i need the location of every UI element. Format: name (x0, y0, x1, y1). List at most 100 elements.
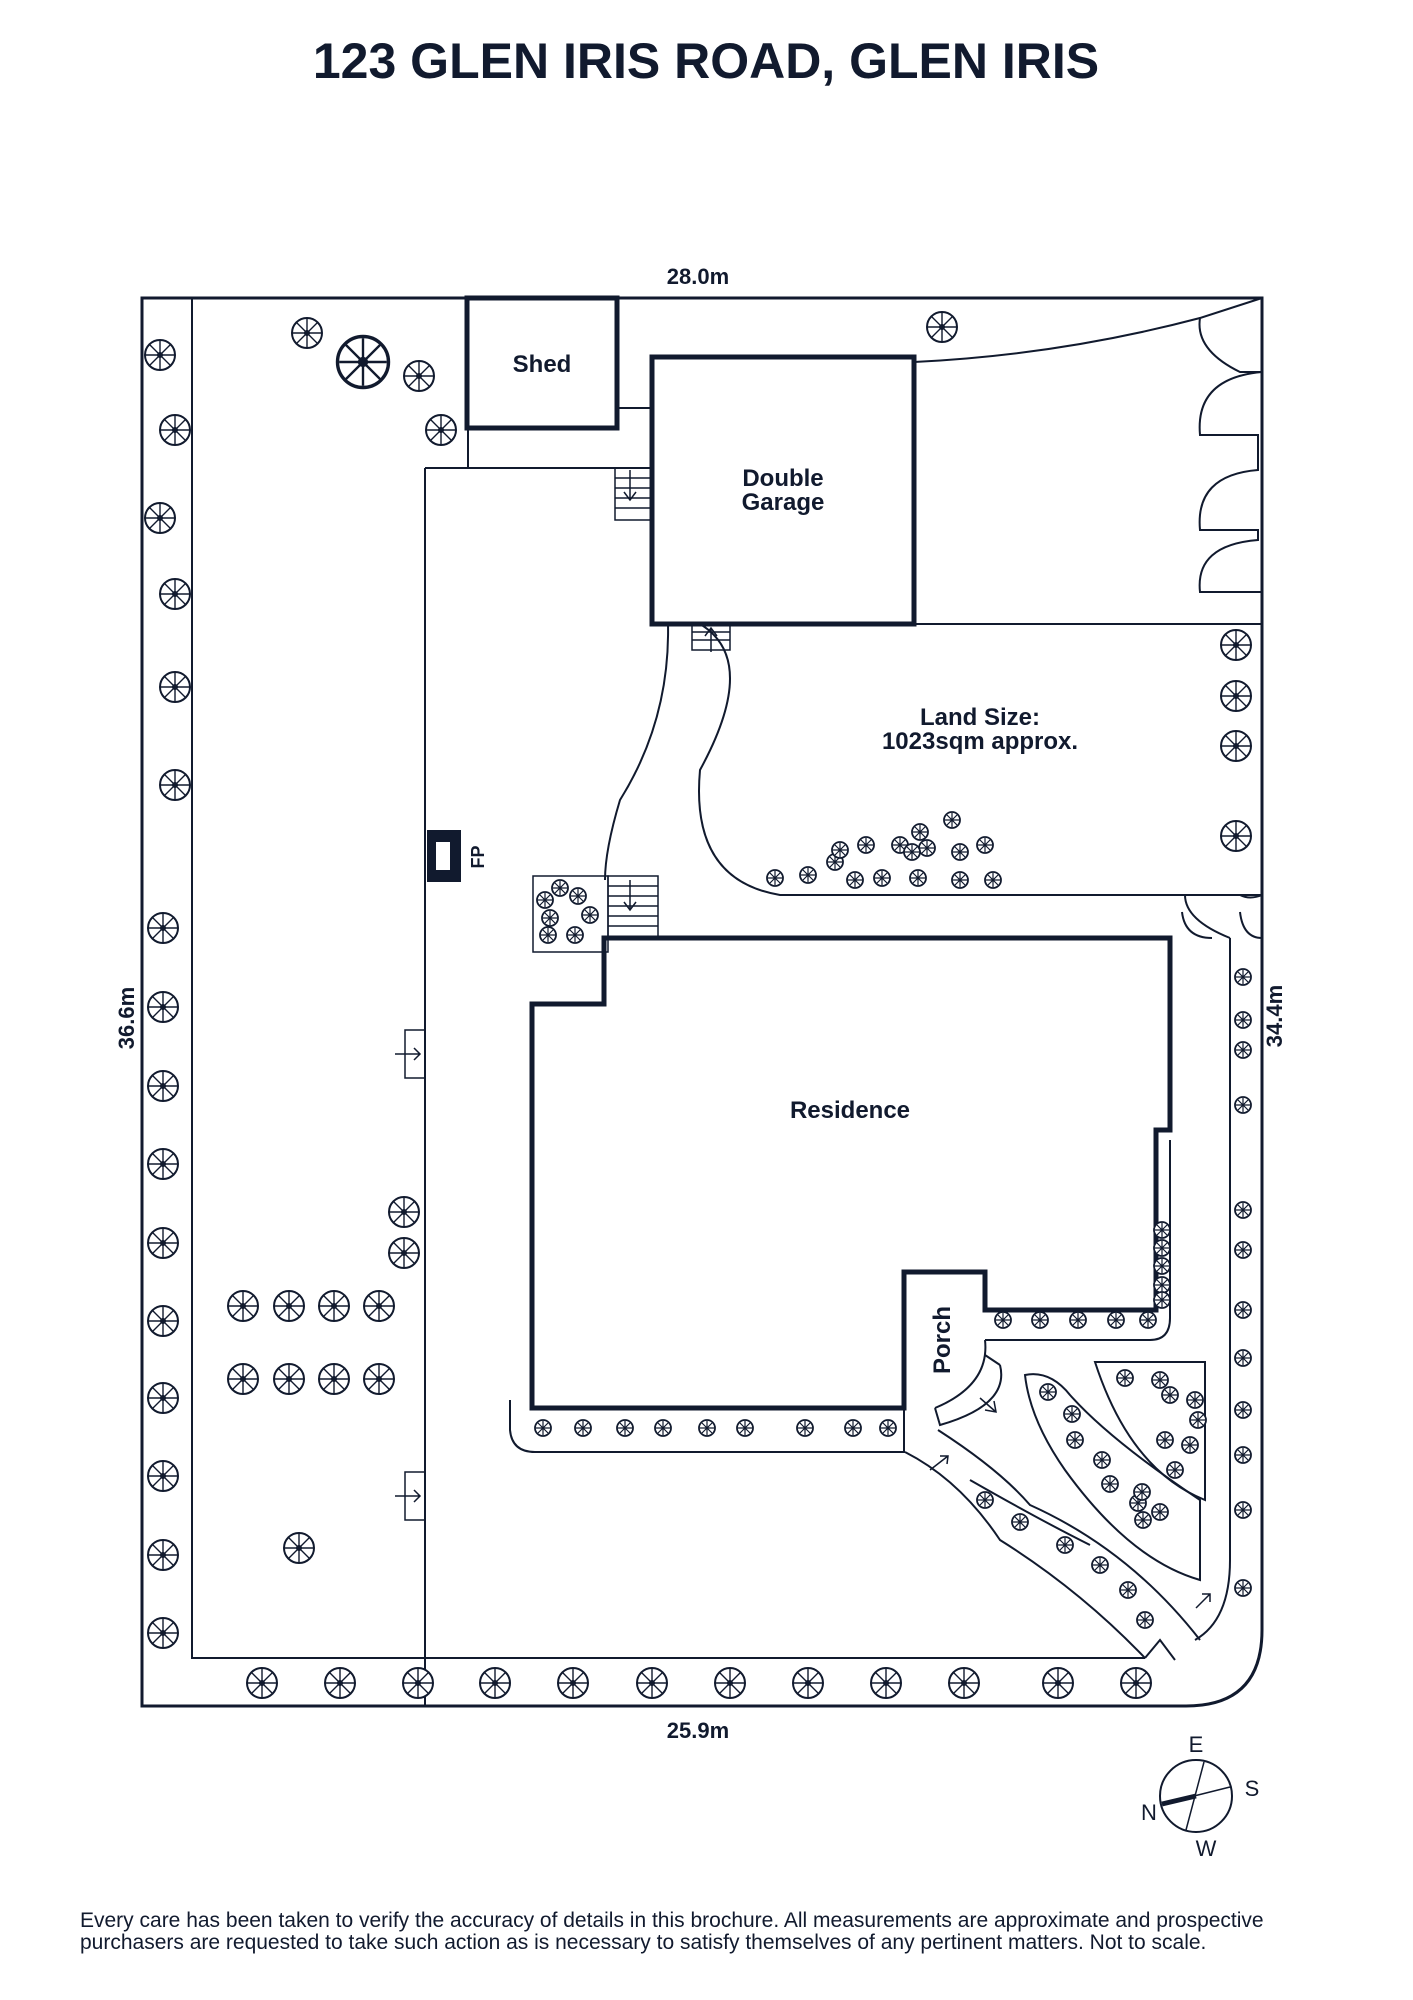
tree-icon (318, 1290, 350, 1322)
dimension-right: 34.4m (1262, 985, 1287, 1047)
shrub-icon (831, 841, 849, 859)
tree-icon (1042, 1667, 1074, 1699)
shed-link (467, 407, 652, 468)
tree-icon (557, 1667, 589, 1699)
disclaimer-line-2: purchasers are requested to take such ac… (80, 1931, 1207, 1954)
front-curved-path (904, 1429, 1201, 1659)
shrub-icon (1234, 1501, 1252, 1519)
lawn-path (604, 623, 1262, 896)
scalloped-edge (1198, 297, 1263, 593)
shrub-icon (1156, 1431, 1174, 1449)
tree-icon (1220, 820, 1252, 852)
shrub-icon (1119, 1581, 1137, 1599)
shrub-icon (534, 1419, 552, 1437)
shrub-icon (799, 866, 817, 884)
residence-label: Residence (790, 1097, 910, 1124)
shrub-icon (903, 843, 921, 861)
tree-icon (636, 1667, 668, 1699)
compass-s: S (1245, 1776, 1260, 1801)
tree-icon (291, 317, 323, 349)
shrub-icon (1101, 1475, 1119, 1493)
shrub-icon (654, 1419, 672, 1437)
tree-icon (792, 1667, 824, 1699)
garage-label-line2: Garage (742, 489, 825, 516)
tree-icon (147, 1148, 179, 1180)
tree-icon (144, 502, 176, 534)
tree-icon (246, 1667, 278, 1699)
shrub-icon (1234, 1011, 1252, 1029)
tree-icon (363, 1363, 395, 1395)
dimension-left: 36.6m (114, 987, 139, 1049)
double-garage (649, 354, 917, 627)
shrub-icon (574, 1419, 592, 1437)
shrub-icon (1116, 1369, 1134, 1387)
shrub-icon (1151, 1503, 1169, 1521)
shrub-icon (1107, 1311, 1125, 1329)
planter-box (532, 875, 609, 953)
shrub-icon (581, 906, 599, 924)
driveway-line (424, 467, 650, 1706)
garage-label-line1: Double (742, 465, 823, 492)
shrub-icon (539, 926, 557, 944)
tree-icon (479, 1667, 511, 1699)
shrub-icon (1181, 1436, 1199, 1454)
shrub-icon (1234, 1301, 1252, 1319)
shrub-icon (943, 811, 961, 829)
gate-arc (1181, 911, 1263, 939)
shrub-icon (1234, 1401, 1252, 1419)
tree-icon (1220, 730, 1252, 762)
disclaimer: Every care has been taken to verify the … (80, 1910, 1370, 1954)
tree-icon (147, 1539, 179, 1571)
shrub-icon (1031, 1311, 1049, 1329)
shed (464, 295, 620, 431)
tree-icon (403, 360, 435, 392)
shrub-icon (911, 823, 929, 841)
tree-icon (159, 769, 191, 801)
compass-e: E (1189, 1732, 1204, 1757)
page-title: 123 GLEN IRIS ROAD, GLEN IRIS (313, 33, 1099, 89)
driveway-gates (395, 1029, 426, 1521)
feature-tree-icon (335, 334, 391, 390)
shrub-icon (1139, 1311, 1157, 1329)
tree-icon (147, 1305, 179, 1337)
property-boundary (140, 296, 1264, 1708)
shrub-icon (951, 871, 969, 889)
shrub-icon (1234, 1201, 1252, 1219)
tree-icon (227, 1363, 259, 1395)
side-path-left (191, 298, 1145, 1659)
shrub-icon (1153, 1276, 1171, 1294)
shrub-icon (536, 891, 554, 909)
tree-icon (324, 1667, 356, 1699)
compass-n: N (1141, 1800, 1157, 1825)
shrub-icon (1056, 1536, 1074, 1554)
front-garden-bed (509, 1400, 905, 1453)
tree-icon (273, 1290, 305, 1322)
shrub-icon (1091, 1556, 1109, 1574)
shrub-icon (846, 871, 864, 889)
stairs-garage (607, 468, 731, 939)
tree-icon (227, 1290, 259, 1322)
shrub-icon (1153, 1221, 1171, 1239)
shrub-icon (1153, 1257, 1171, 1275)
side-garden-bed (985, 1140, 1171, 1341)
tree-icon (714, 1667, 746, 1699)
garden-bed-2 (1093, 1361, 1206, 1502)
shrub-icon (909, 869, 927, 887)
shrub-icon (566, 926, 584, 944)
shrub-icon (984, 871, 1002, 889)
shrub-icon (1186, 1391, 1204, 1409)
shrub-icon (551, 879, 569, 897)
shrub-icon (1153, 1291, 1171, 1309)
land-size-value: 1023sqm approx. (882, 728, 1078, 755)
shrub-icon (1189, 1411, 1207, 1429)
shrub-icon (1134, 1511, 1152, 1529)
shrub-icon (976, 836, 994, 854)
garden-curve (913, 317, 1201, 363)
shrub-icon (1234, 1579, 1252, 1597)
residence (529, 935, 1173, 1411)
tree-icon (870, 1667, 902, 1699)
shrub-icon (569, 887, 587, 905)
shrub-icon (1234, 1446, 1252, 1464)
tree-icon (147, 991, 179, 1023)
